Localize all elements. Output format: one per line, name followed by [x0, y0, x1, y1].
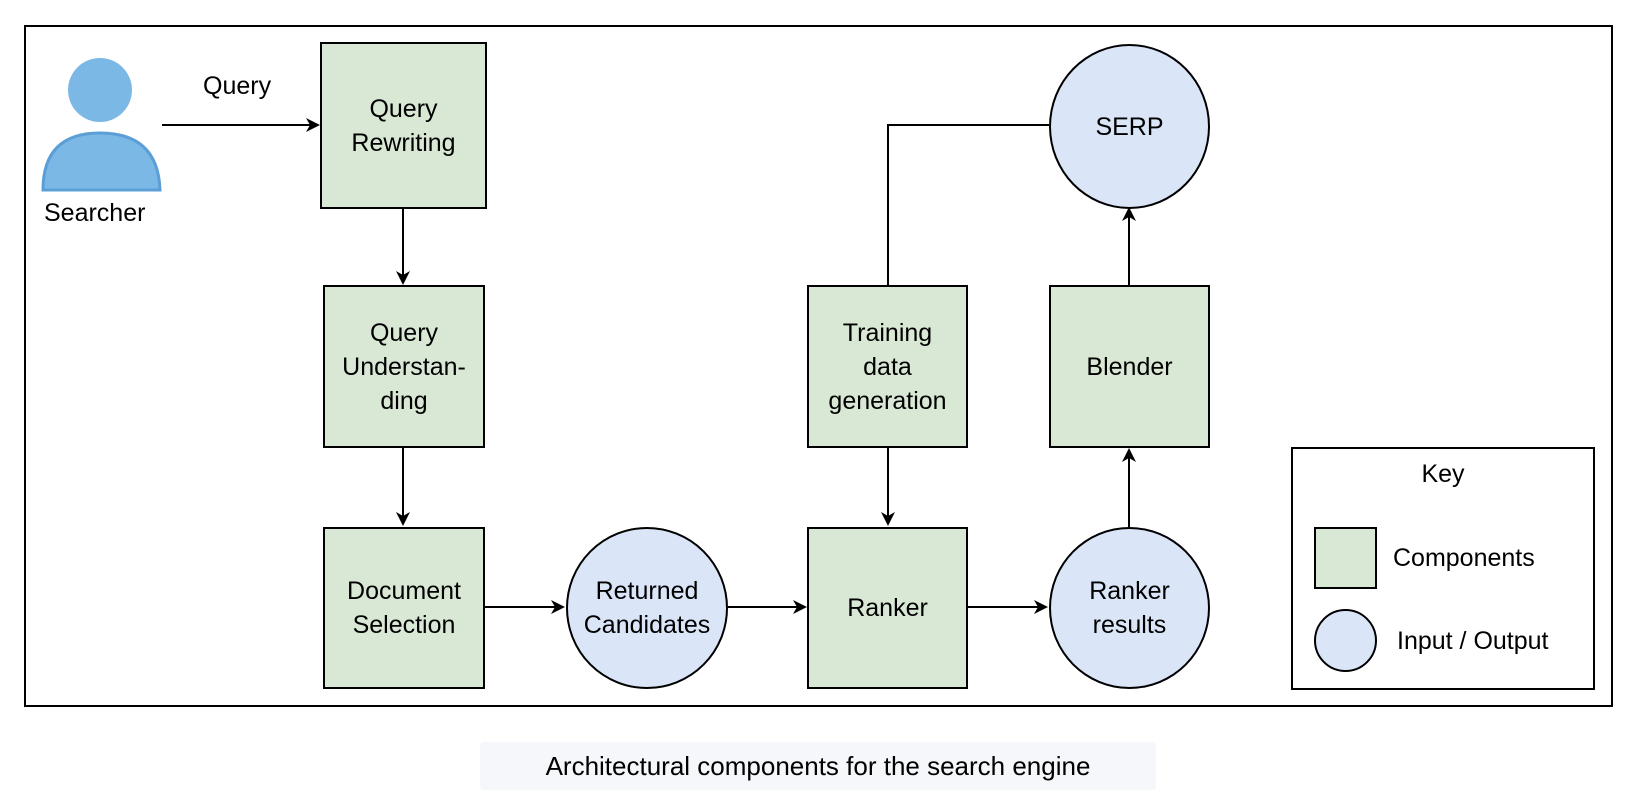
legend-components-label: Components — [1393, 544, 1535, 572]
legend: Key Components Input / Output — [1291, 447, 1595, 690]
query-rewriting-node: Query Rewriting — [320, 42, 487, 209]
returned-candidates-node: Returned Candidates — [566, 527, 728, 689]
searcher-label: Searcher — [44, 199, 146, 227]
serp-node: SERP — [1049, 44, 1210, 209]
ranker-results-node: Ranker results — [1049, 527, 1210, 689]
training-data-generation-node: Training data generation — [807, 285, 968, 448]
query-understanding-node: Query Understan- ding — [323, 285, 485, 448]
legend-title: Key — [1421, 460, 1465, 488]
ranker-node: Ranker — [807, 527, 968, 689]
legend-io-swatch — [1314, 609, 1377, 672]
legend-io-label: Input / Output — [1397, 627, 1549, 655]
document-selection-node: Document Selection — [323, 527, 485, 689]
figure-caption: Architectural components for the search … — [480, 742, 1156, 790]
blender-node: Blender — [1049, 285, 1210, 448]
person-icon — [41, 58, 162, 192]
edge-serp-to-training — [887, 124, 1049, 285]
query-edge-label: Query — [203, 72, 272, 100]
diagram-frame — [24, 25, 1613, 707]
legend-component-swatch — [1314, 527, 1377, 589]
